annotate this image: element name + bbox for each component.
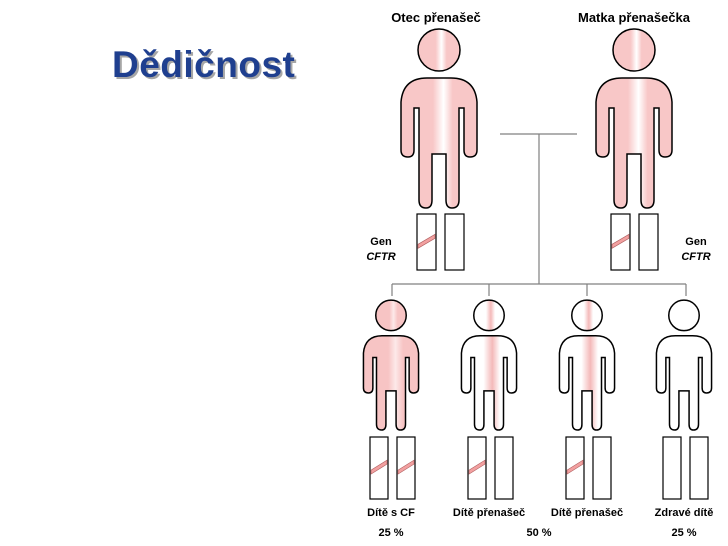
pedigree-lines (391, 133, 687, 296)
child-label: Dítě přenašeč (551, 507, 623, 519)
child-figure-affected (362, 299, 420, 431)
child-label: Dítě s CF (367, 507, 415, 519)
percent-carriers: 50 % (526, 527, 551, 539)
child-figure-healthy (655, 299, 713, 431)
child-figure-carrier (460, 299, 518, 431)
mother-label: Matka přenašečka (578, 10, 691, 25)
percent-affected: 25 % (378, 527, 403, 539)
child-chromosome-pair (662, 436, 709, 500)
mother-figure (595, 28, 673, 209)
father-chromosome-pair (416, 213, 465, 271)
percent-healthy: 25 % (671, 527, 696, 539)
child-label: Dítě přenašeč (453, 507, 525, 519)
page-title: Dědičnost (112, 44, 296, 85)
gene-name-left: CFTR (366, 251, 395, 263)
child-figure-carrier (558, 299, 616, 431)
gene-label-left: Gen (370, 236, 392, 248)
father-figure (400, 28, 478, 209)
child-chromosome-pair (565, 436, 612, 500)
gene-label-right: Gen (685, 236, 707, 248)
gene-name-right: CFTR (681, 251, 710, 263)
mother-chromosome-pair (610, 213, 659, 271)
child-label: Zdravé dítě (655, 507, 714, 519)
child-chromosome-pair (467, 436, 514, 500)
father-label: Otec přenašeč (391, 10, 481, 25)
child-chromosome-pair (369, 436, 416, 500)
